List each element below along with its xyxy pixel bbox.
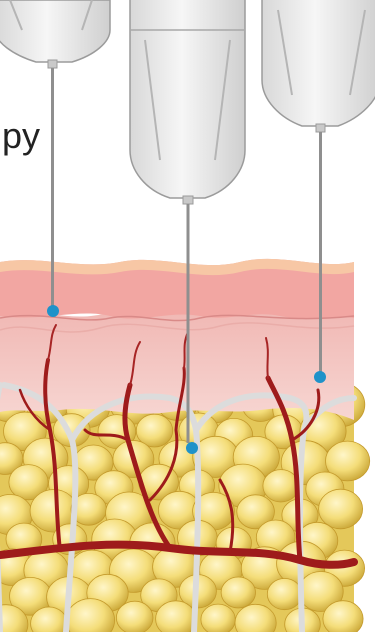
fat-cell — [221, 577, 255, 608]
fat-cell — [263, 470, 299, 502]
fat-cell — [323, 601, 363, 632]
fat-cell — [267, 579, 302, 610]
caption-text: py — [2, 118, 40, 154]
fat-cell — [116, 601, 153, 632]
fat-cell — [201, 604, 235, 632]
marker-subcutaneous — [186, 442, 198, 454]
marker-dermis — [314, 371, 326, 383]
marker-epidermis — [47, 305, 59, 317]
fat-cell — [319, 489, 363, 529]
fat-cell — [156, 601, 196, 632]
